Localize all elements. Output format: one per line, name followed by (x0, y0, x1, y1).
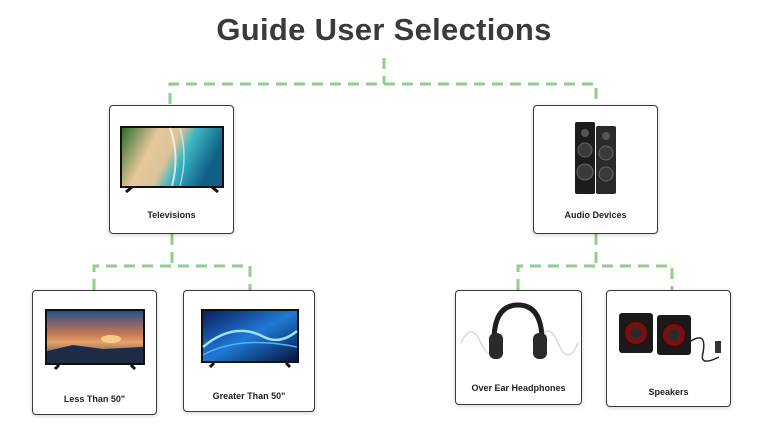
tv-icon (120, 126, 224, 194)
connector-audio (516, 234, 674, 290)
node-label: Speakers (648, 387, 689, 397)
node-label: Audio Devices (564, 210, 627, 220)
node-label: Over Ear Headphones (471, 383, 566, 393)
node-tv-greater-than-50[interactable]: Greater Than 50" (183, 290, 315, 412)
diagram-title: Guide User Selections (216, 12, 552, 47)
connector-televisions (92, 234, 252, 290)
tv-wave-icon (201, 309, 299, 369)
node-label: Televisions (147, 210, 196, 220)
connector-root (168, 58, 598, 104)
node-speakers[interactable]: Speakers (606, 290, 731, 407)
node-label: Greater Than 50" (212, 391, 286, 401)
node-tv-less-than-50[interactable]: Less Than 50" (32, 290, 157, 415)
node-televisions[interactable]: Televisions (109, 105, 234, 234)
node-label: Less Than 50" (63, 394, 126, 404)
computer-speakers-icon (619, 313, 721, 362)
headphones-icon (460, 302, 579, 359)
tv-sunset-icon (45, 309, 145, 371)
tower-speakers-icon (575, 122, 616, 194)
node-audio-devices[interactable]: Audio Devices (533, 105, 658, 234)
node-headphones[interactable]: Over Ear Headphones (455, 290, 582, 405)
